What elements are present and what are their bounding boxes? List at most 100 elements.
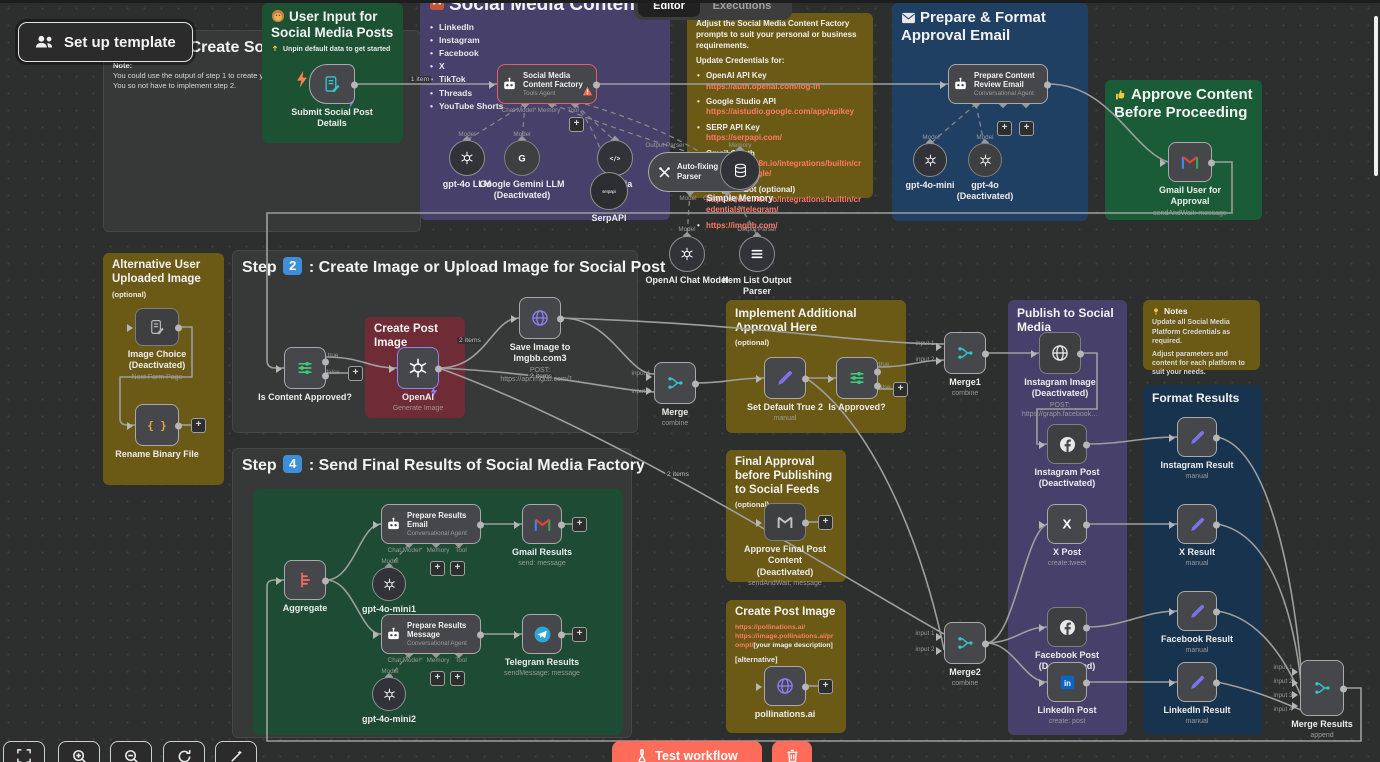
output-port[interactable] xyxy=(1083,441,1090,449)
test-workflow-button[interactable]: Test workflow xyxy=(612,741,762,762)
add-node-button[interactable]: + xyxy=(430,671,445,686)
output-port[interactable] xyxy=(874,368,881,376)
sticky-prepare-email[interactable]: Prepare & Format Approval Email xyxy=(892,3,1088,221)
add-node-button[interactable]: + xyxy=(572,627,587,642)
fit-view-button[interactable] xyxy=(3,741,45,762)
node-submit-social[interactable]: Submit Social Post Details xyxy=(291,64,373,128)
node-gpt4o-llm[interactable]: gpt-4o LLM xyxy=(443,140,491,189)
sticky-notes[interactable]: Notes Update all Social Media Platform C… xyxy=(1143,300,1260,376)
tidy-up-button[interactable] xyxy=(215,741,257,762)
delete-workflow-button[interactable] xyxy=(772,741,812,762)
output-port[interactable] xyxy=(351,81,358,89)
add-node-button[interactable]: + xyxy=(191,418,206,433)
node-pollinations[interactable]: pollinations.ai xyxy=(755,666,815,719)
node-instagram-image[interactable]: Instagram Image(Deactivated)POST: https:… xyxy=(1022,332,1098,418)
pollinations-prompt-link[interactable]: https://image.pollinations.ai/prompt/ xyxy=(735,632,834,650)
add-node-button[interactable]: + xyxy=(450,671,465,686)
node-is-approved[interactable]: Is Approved? xyxy=(828,357,886,412)
output-port[interactable] xyxy=(1213,521,1220,529)
node-simple-memory[interactable]: Simple Memory xyxy=(707,150,773,203)
node-image-choice[interactable]: Image Choice(Deactivated)Next Form Page xyxy=(127,308,186,381)
output-port[interactable] xyxy=(477,521,484,529)
node-aggregate[interactable]: Aggregate xyxy=(276,560,329,613)
output-port[interactable] xyxy=(557,315,564,323)
output-port[interactable] xyxy=(322,358,329,366)
output-port[interactable] xyxy=(558,631,565,639)
credential-link[interactable]: https://aistudio.google.com/app/apikey xyxy=(706,107,855,117)
output-port[interactable] xyxy=(1083,521,1090,529)
output-port[interactable] xyxy=(1077,350,1084,358)
reset-zoom-button[interactable] xyxy=(163,741,205,762)
node-gpt4o-mini2[interactable]: gpt-4o-mini2 xyxy=(362,677,416,724)
node-instagram-post[interactable]: Instagram Post(Deactivated) xyxy=(1034,424,1100,488)
node-gpt4o-mini1[interactable]: gpt-4o-mini1 xyxy=(362,567,416,614)
output-port[interactable] xyxy=(1083,679,1090,687)
output-port[interactable] xyxy=(322,372,329,380)
node-item-list[interactable]: Item List Output Parser xyxy=(723,236,792,296)
add-node-button[interactable]: + xyxy=(572,517,587,532)
node-gpt4o-d[interactable]: gpt-4o(Deactivated) xyxy=(957,143,1013,201)
add-node-button[interactable]: + xyxy=(450,561,465,576)
node-openai-chat[interactable]: OpenAI Chat Model xyxy=(646,236,729,285)
add-node-button[interactable]: + xyxy=(569,117,584,132)
setup-template-button[interactable]: Set up template xyxy=(18,22,193,62)
zoom-out-button[interactable] xyxy=(110,741,152,762)
output-port[interactable] xyxy=(802,519,809,527)
output-port[interactable] xyxy=(558,521,565,529)
output-port[interactable] xyxy=(435,365,442,373)
tab-editor[interactable]: Editor xyxy=(638,0,700,17)
sticky-factory[interactable]: Social Media Content Factory LinkedIn In… xyxy=(420,0,670,220)
add-node-button[interactable]: + xyxy=(348,366,363,381)
node-gpt4o-mini[interactable]: gpt-4o-mini xyxy=(906,143,955,190)
output-port[interactable] xyxy=(175,324,182,332)
output-port[interactable] xyxy=(1213,679,1220,687)
pollinations-link[interactable]: https://pollinations.ai/ xyxy=(735,623,806,631)
output-port[interactable] xyxy=(477,631,484,639)
output-port[interactable] xyxy=(692,380,699,388)
node-is-content-approved[interactable]: Is Content Approved? xyxy=(258,347,352,402)
add-node-button[interactable]: + xyxy=(818,515,833,530)
node-facebook-post[interactable]: Facebook Post(Deactivated) xyxy=(1035,607,1099,671)
add-node-button[interactable]: + xyxy=(1019,121,1034,136)
vertical-scrollbar[interactable] xyxy=(1374,16,1378,176)
output-port[interactable] xyxy=(1213,608,1220,616)
add-node-button[interactable]: + xyxy=(818,679,833,694)
credential-link[interactable]: https://serpapi.com/ xyxy=(706,133,783,143)
add-node-button[interactable]: + xyxy=(893,382,908,397)
add-node-button[interactable]: + xyxy=(430,561,445,576)
output-port[interactable] xyxy=(1340,685,1347,693)
output-port[interactable] xyxy=(874,382,881,390)
credential-link[interactable]: https://auth.openai.com/log-in xyxy=(706,81,821,91)
node-rename-binary[interactable]: { }Rename Binary File xyxy=(115,404,199,459)
output-port[interactable] xyxy=(175,422,182,430)
output-port[interactable] xyxy=(982,640,989,648)
credential-link[interactable]: https://imgbb.com/ xyxy=(706,220,778,230)
tab-executions[interactable]: Executions xyxy=(712,0,772,12)
output-port[interactable] xyxy=(1083,624,1090,632)
output-port[interactable] xyxy=(593,81,600,89)
